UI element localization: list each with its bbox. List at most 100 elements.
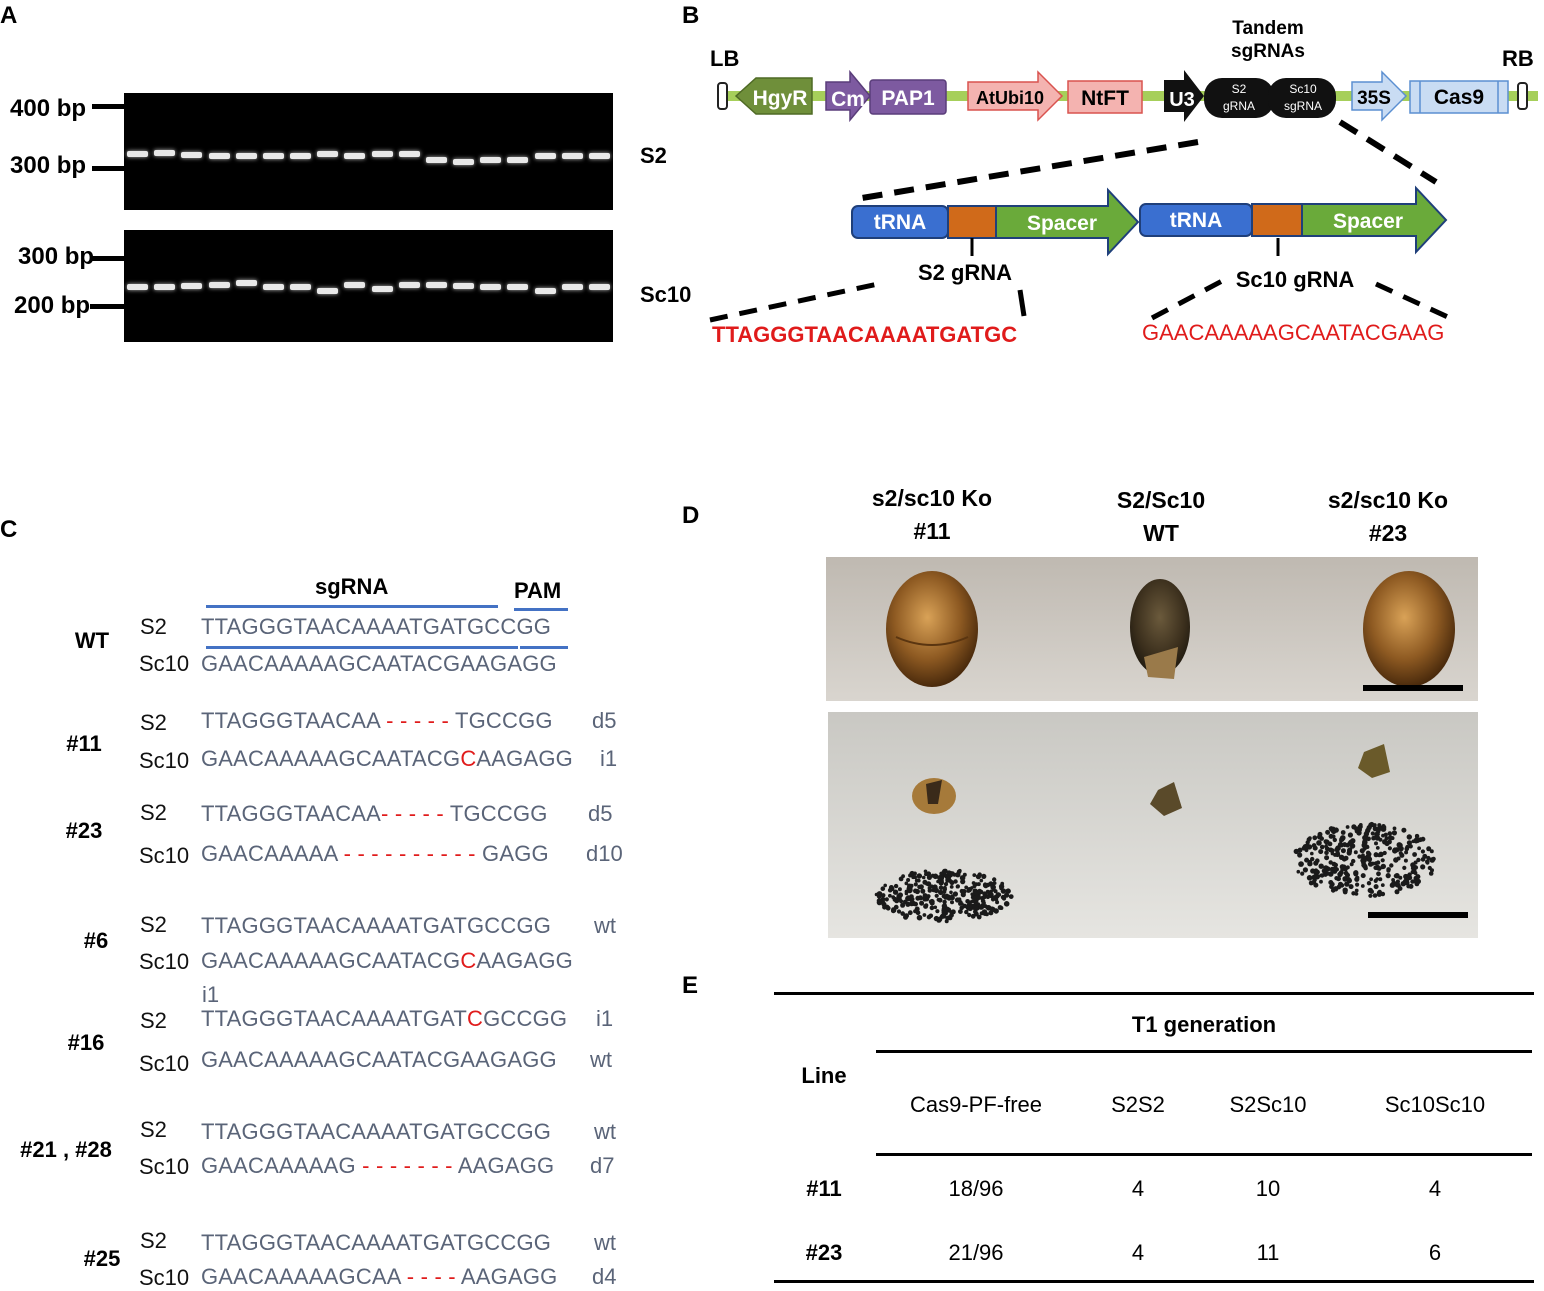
- l11-sc10-seq: GAACAAAAAGCAATACGCAAGAGG: [201, 746, 573, 771]
- l11-sc10-code: i1: [600, 746, 618, 771]
- table-mid-rule: [876, 1050, 1532, 1053]
- gel-band: [453, 159, 475, 165]
- line-id-11: #11: [66, 731, 102, 756]
- sc10-grna-label: Sc10 gRNA: [1236, 267, 1355, 292]
- gel-band: [181, 152, 203, 158]
- gel-image-sc10: [124, 230, 613, 342]
- gel-band: [480, 284, 502, 290]
- grna-box-2: [1251, 203, 1303, 237]
- l11-s2-code: d5: [592, 708, 617, 733]
- l21-sc10-seq: GAACAAAAAG - - - - - - - AAGAGG: [201, 1153, 555, 1178]
- seeds-photo: [828, 712, 1478, 938]
- gel-band: [154, 150, 176, 156]
- table-bottom-rule: [774, 1280, 1534, 1283]
- line-id-21-28: #21 , #28: [20, 1137, 112, 1162]
- scale-bar-bottom: [1368, 912, 1468, 918]
- table-line-header: Line: [801, 1063, 847, 1088]
- grna-box-1: [947, 205, 997, 239]
- l21-s2-code: wt: [594, 1119, 616, 1144]
- marker-300bp-lower: 300 bp: [18, 243, 95, 270]
- gel-band: [262, 153, 284, 159]
- tandem-title-1: Tandem: [1232, 18, 1303, 39]
- cas9-box: [1409, 80, 1509, 114]
- row-line-11: #11: [806, 1176, 842, 1201]
- spacer-arrow-1: [995, 187, 1140, 257]
- marker-tick: [92, 104, 126, 109]
- sc10-sgrna-bar: [206, 646, 518, 649]
- gel-band: [154, 284, 176, 290]
- cell-23-s2sc10: 11: [1256, 1240, 1280, 1265]
- panel-label-d: D: [682, 502, 700, 529]
- seq-label-sc10: Sc10: [139, 1051, 190, 1076]
- line-id-wt: WT: [74, 628, 110, 653]
- gel-band: [208, 282, 230, 288]
- seed-pod-ko-11: [886, 571, 978, 687]
- rb-border: [1517, 82, 1528, 110]
- s2-grna-chip: [1204, 78, 1274, 118]
- l25-sc10-seq: GAACAAAAAGCAA - - - - AAGAGG: [201, 1264, 558, 1289]
- line-id-23: #23: [65, 818, 103, 843]
- pap1-box: [869, 79, 947, 115]
- l6-s2-code: wt: [594, 913, 616, 938]
- cell-23-sc10sc10: 6: [1428, 1240, 1442, 1265]
- seed-pile-ko-11: [874, 868, 1014, 924]
- gel-band: [235, 153, 257, 159]
- open-pod-wt: [1150, 782, 1182, 816]
- table-top-rule: [774, 992, 1534, 995]
- seq-label-sc10: Sc10: [139, 1265, 190, 1290]
- gel-band: [507, 157, 529, 163]
- tandem-title-2: sgRNAs: [1231, 41, 1305, 62]
- l16-s2-seq: TTAGGGTAACAAAATGATCGCCGG: [201, 1006, 568, 1031]
- s2-grna-sequence: TTAGGGTAACAAAATGATGC: [712, 322, 1017, 347]
- gel-band: [534, 288, 556, 294]
- gel-band: [181, 283, 203, 289]
- gel-band: [534, 153, 556, 159]
- l23-sc10-code: d10: [586, 841, 623, 866]
- l16-s2-code: i1: [596, 1006, 614, 1031]
- marker-tick: [90, 304, 126, 309]
- seq-label-s2: S2: [140, 1117, 167, 1142]
- sc10-chip-l2: sgRNA: [1284, 99, 1322, 113]
- seq-label-sc10: Sc10: [139, 1154, 190, 1179]
- gel-band: [127, 284, 149, 290]
- sgrna-header: sgRNA: [315, 574, 389, 599]
- seq-label-sc10: Sc10: [139, 748, 190, 773]
- gel-band: [127, 151, 149, 157]
- l25-s2-code: wt: [594, 1230, 616, 1255]
- cell-11-cas9: 18/96: [948, 1176, 1004, 1201]
- cm-label: Cm: [831, 88, 865, 111]
- seq-label-s2: S2: [140, 1228, 167, 1253]
- s2-chip-l1: S2: [1232, 82, 1247, 96]
- seed-pod-ko-23: [1363, 571, 1455, 687]
- seq-label-s2: S2: [140, 912, 167, 937]
- gel-band: [262, 284, 284, 290]
- panel-label-c: C: [0, 516, 18, 543]
- gel-band: [208, 153, 230, 159]
- table-header-rule: [876, 1153, 1532, 1156]
- rb-label: RB: [1502, 46, 1534, 71]
- l6-s2-seq: TTAGGGTAACAAAATGATGCCGG: [201, 913, 552, 938]
- 35s-label: 35S: [1357, 88, 1391, 109]
- gel-band: [453, 283, 475, 289]
- marker-200bp: 200 bp: [14, 292, 91, 319]
- sgrna-bar: [206, 605, 498, 608]
- u3-promoter-arrow: [1164, 70, 1204, 122]
- panel-label-b: B: [682, 2, 700, 29]
- gel-band: [317, 151, 339, 157]
- gel-band: [398, 282, 420, 288]
- trna-label-2: tRNA: [1170, 209, 1223, 232]
- gel-band: [588, 284, 610, 290]
- hgyr-arrow: [734, 77, 813, 115]
- gel-band: [317, 288, 339, 294]
- l6-sc10-seq: GAACAAAAAGCAATACGCAAGAGG: [201, 948, 573, 973]
- zoom-line-left: [861, 139, 1199, 201]
- cell-23-s2s2: 4: [1131, 1240, 1145, 1265]
- seq-label-sc10: Sc10: [139, 949, 190, 974]
- marker-tick: [90, 256, 126, 261]
- gel-band: [290, 284, 312, 290]
- 35s-promoter-arrow: [1351, 70, 1408, 122]
- seq-label-s2: S2: [140, 800, 167, 825]
- l23-s2-seq: TTAGGGTAACAA- - - - - TGCCGG: [201, 801, 548, 826]
- col-header-sc10sc10: Sc10Sc10: [1384, 1092, 1486, 1117]
